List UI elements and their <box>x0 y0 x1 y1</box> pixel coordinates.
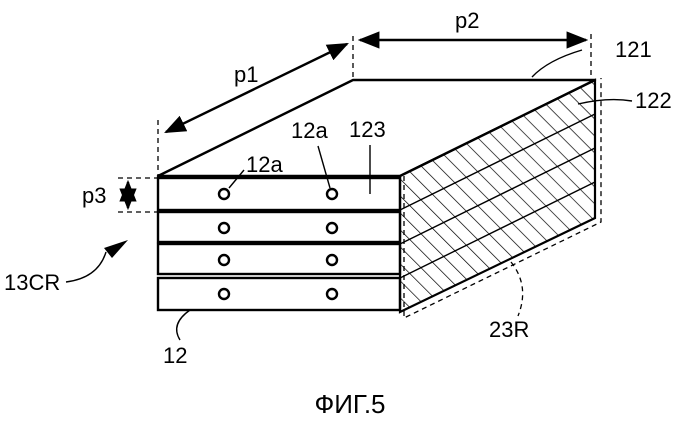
leader-13CR <box>66 252 106 282</box>
label-p2: p2 <box>455 8 479 33</box>
label-12a-right: 12a <box>291 118 328 143</box>
leader-121 <box>532 50 582 77</box>
label-13CR: 13CR <box>4 270 60 295</box>
label-12a-left: 12a <box>246 152 283 177</box>
layer <box>158 244 400 274</box>
via-hole <box>327 289 337 299</box>
label-121: 121 <box>615 37 652 62</box>
via-hole <box>219 255 229 265</box>
label-23R: 23R <box>489 317 529 342</box>
via-hole <box>219 189 229 199</box>
via-hole <box>327 255 337 265</box>
label-p3: p3 <box>82 183 106 208</box>
figure-caption: ФИГ.5 <box>314 389 385 419</box>
via-hole <box>219 289 229 299</box>
layer <box>158 212 400 242</box>
layer <box>158 178 400 210</box>
arrowhead-13CR <box>104 240 128 258</box>
via-hole <box>327 189 337 199</box>
via-hole <box>219 223 229 233</box>
label-p1: p1 <box>234 62 258 87</box>
label-123: 123 <box>349 117 386 142</box>
leader-23R <box>511 262 523 316</box>
via-hole <box>327 223 337 233</box>
leader-12 <box>177 310 190 340</box>
label-12: 12 <box>163 343 187 368</box>
label-122: 122 <box>635 88 672 113</box>
layer <box>158 278 400 310</box>
